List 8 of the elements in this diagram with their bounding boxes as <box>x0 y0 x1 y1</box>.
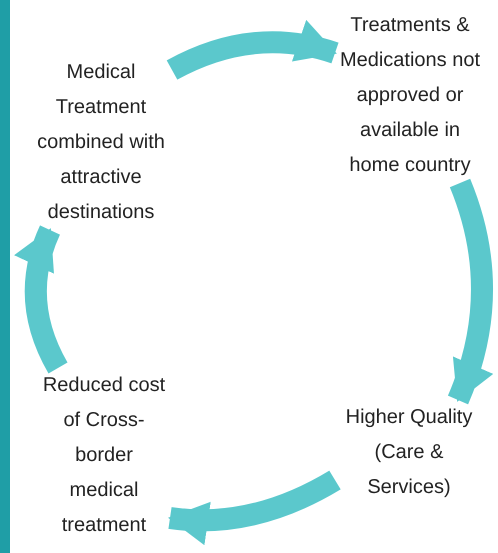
node-text: Medical Treatment combined with attractive destinations <box>36 60 166 225</box>
curved-arrow <box>166 20 338 80</box>
curved-arrow <box>15 226 68 374</box>
node-text: Treatments & Medications not approved or available in home country <box>338 13 482 178</box>
node-text: Reduced cost of Cross-border medical treatment <box>42 373 166 538</box>
curved-arrow <box>168 470 340 544</box>
node-text: Higher Quality (Care & Services) <box>344 405 474 500</box>
curved-arrow <box>448 179 493 404</box>
